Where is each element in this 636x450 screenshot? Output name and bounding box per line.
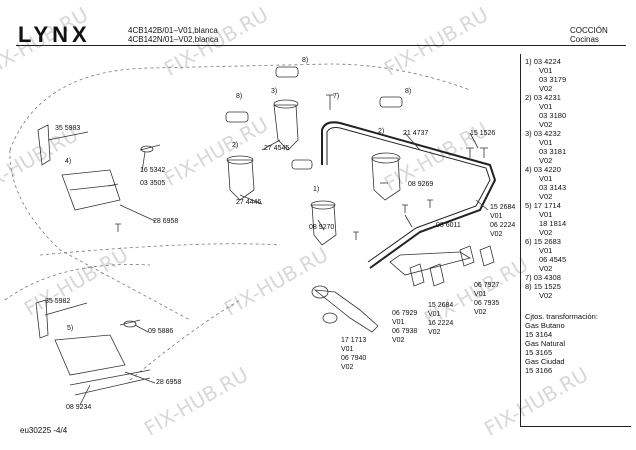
part-label: 08 9234 — [66, 404, 92, 411]
part-label: 35 5983 — [55, 125, 81, 132]
callout-1: 1) — [313, 186, 320, 193]
callout-3: 3) — [271, 88, 278, 95]
legend-entry: V01 — [539, 66, 553, 75]
part-label: 06 7929 — [392, 310, 418, 317]
part-label: 16 5342 — [140, 167, 166, 174]
part-label: 06 7938 — [392, 328, 418, 335]
callout-2: 2) — [232, 142, 239, 149]
part-label: 27 4545 — [264, 145, 290, 152]
part-label: 17 1713 — [341, 337, 367, 344]
part-label: 09 5886 — [148, 328, 174, 335]
part-label: 27 4446 — [236, 199, 262, 206]
part-label: 03 6011 — [436, 222, 461, 229]
part-label: 28 6958 — [153, 218, 179, 225]
legend-entry: V01 — [539, 246, 553, 255]
legend-entry: V02 — [539, 192, 553, 201]
callout-8: 8) — [302, 57, 309, 64]
callout-8: 8) — [405, 88, 412, 95]
legend-entry: 18 1814 — [539, 219, 567, 228]
part-label: 06 7935 — [474, 300, 500, 307]
part-label: V01 — [428, 311, 441, 318]
category: COCCIÓN — [570, 26, 608, 35]
legend-entry: V02 — [539, 291, 553, 300]
legend-entry: 3) 03 4232 — [525, 129, 561, 138]
model-line-1: 4CB142B/01–V01,blanca — [128, 26, 218, 35]
part-label: 16 2224 — [428, 320, 454, 327]
legend-entry: 03 3179 — [539, 75, 567, 84]
transform-title: Cjtos. transformación: — [525, 312, 598, 321]
callout-5: 5) — [67, 325, 74, 332]
legend-entry: V02 — [539, 264, 553, 273]
part-label: 15 2684 — [490, 204, 516, 211]
callout-4: 4) — [65, 158, 72, 165]
part-label: V02 — [341, 364, 354, 371]
legend-entry: 03 3143 — [539, 183, 567, 192]
part-label: V01 — [474, 291, 487, 298]
header-rule — [16, 45, 626, 46]
callout-8: 8) — [236, 93, 243, 100]
callout-7: 7) — [333, 93, 340, 100]
part-label: V02 — [490, 231, 503, 238]
brand-logo: LYNX — [18, 22, 91, 47]
transform-entry: 15 3164 — [525, 330, 553, 339]
legend-entry: 1) 03 4224 — [525, 57, 561, 66]
legend-entry: 03 3180 — [539, 111, 567, 120]
part-label: 03 3505 — [140, 180, 166, 187]
legend-entry: 5) 17 1714 — [525, 201, 561, 210]
legend-entry: 03 3181 — [539, 147, 567, 156]
transform-entry: Gas Butano — [525, 321, 565, 330]
callout-2: 2) — [378, 128, 385, 135]
legend-entry: 4) 03 4220 — [525, 165, 561, 174]
part-label: 08 9269 — [408, 181, 434, 188]
subcategory: Cocinas — [570, 35, 599, 44]
legend-entry: 06 4545 — [539, 255, 567, 264]
legend-entry: 7) 03 4308 — [525, 273, 561, 282]
legend-panel — [520, 54, 631, 427]
part-label: 06 7927 — [474, 282, 500, 289]
part-label: V02 — [392, 337, 405, 344]
model-line-2: 4CB142N/01–V02,blanca — [128, 35, 219, 44]
part-label: V01 — [490, 213, 503, 220]
legend-entry: V02 — [539, 156, 553, 165]
part-label: 15 1526 — [470, 130, 496, 137]
part-label: V02 — [474, 309, 487, 316]
legend-entry: V01 — [539, 102, 553, 111]
legend-entry: V02 — [539, 120, 553, 129]
transform-entry: Gas Ciudad — [525, 357, 565, 366]
transform-entry: 15 3166 — [525, 366, 553, 375]
part-label: 35 5982 — [45, 298, 71, 305]
legend-entry: 6) 15 2683 — [525, 237, 561, 246]
part-label: 06 7940 — [341, 355, 367, 362]
legend-entry: V01 — [539, 138, 553, 147]
part-label: 15 2684 — [428, 302, 454, 309]
legend-entry: V02 — [539, 228, 553, 237]
part-label: V01 — [341, 346, 354, 353]
part-label: V01 — [392, 319, 405, 326]
legend-entry: 2) 03 4231 — [525, 93, 561, 102]
transform-entry: 15 3165 — [525, 348, 553, 357]
page-reference: eu30225 -4/4 — [20, 426, 68, 435]
legend-entry: V01 — [539, 174, 553, 183]
legend-entry: V02 — [539, 84, 553, 93]
part-label: V02 — [428, 329, 441, 336]
legend-entry: V01 — [539, 210, 553, 219]
legend-entry: 8) 15 1525 — [525, 282, 561, 291]
part-label: 21 4737 — [403, 130, 429, 137]
part-label: 28 6958 — [156, 379, 182, 386]
transform-entry: Gas Natural — [525, 339, 566, 348]
part-label: 06 2224 — [490, 222, 516, 229]
part-label: 08 9270 — [309, 224, 335, 231]
